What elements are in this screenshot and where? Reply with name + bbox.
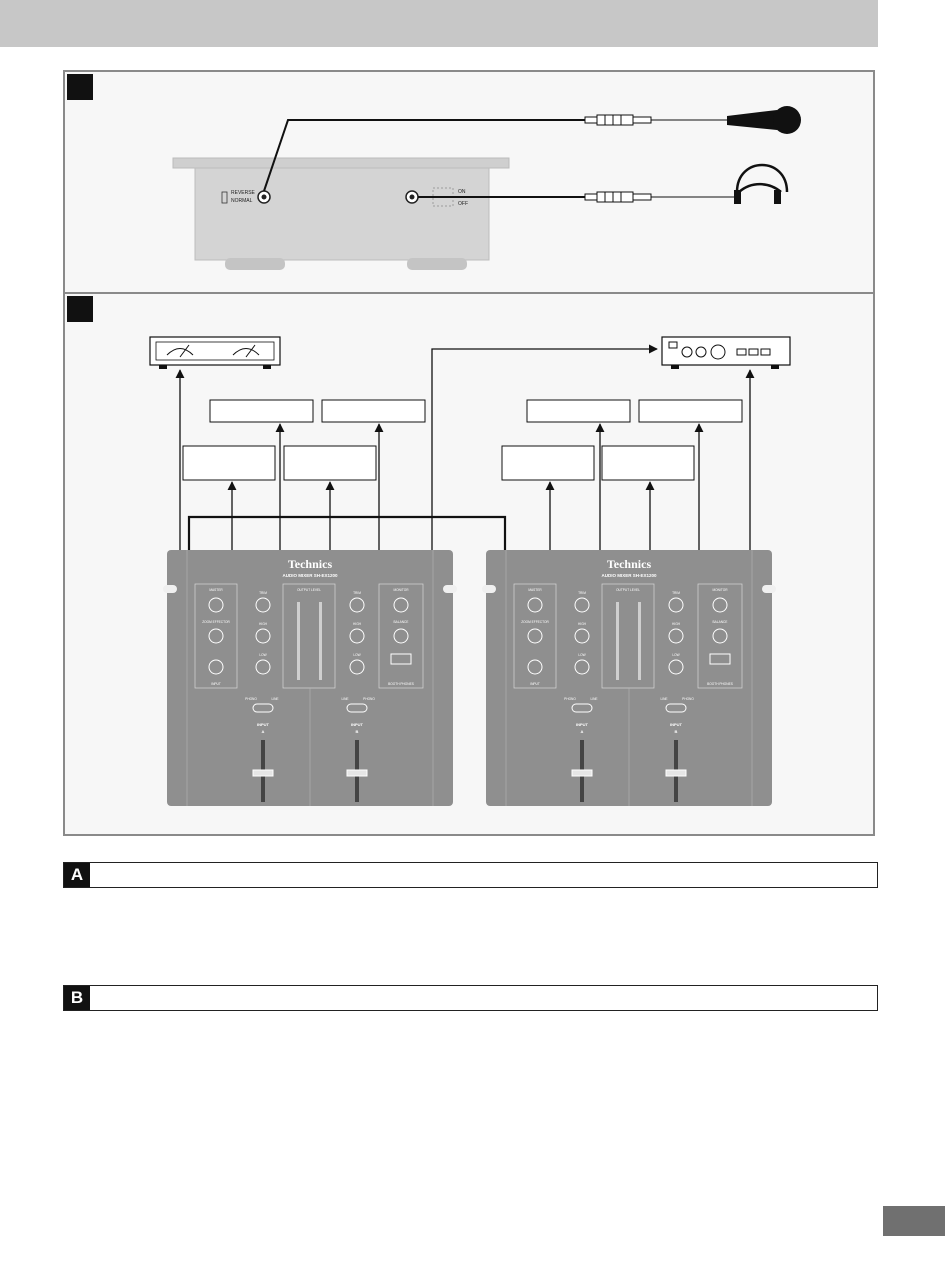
section-a-header: A (63, 862, 878, 888)
svg-text:LINE: LINE (660, 697, 667, 701)
svg-text:HIGH: HIGH (353, 622, 362, 626)
page-tab (883, 1206, 945, 1236)
header-band (0, 0, 878, 47)
svg-text:BOOTH PHONES: BOOTH PHONES (707, 682, 733, 686)
device-boxes (182, 399, 743, 481)
svg-text:PHONO: PHONO (564, 697, 576, 701)
headphone-plug (584, 191, 737, 203)
connection-diagram: REVERSE NORMAL ON OFF (149, 106, 801, 806)
svg-text:BALANCE: BALANCE (713, 620, 728, 624)
svg-text:LINE: LINE (590, 697, 597, 701)
svg-text:LOW: LOW (353, 653, 360, 657)
svg-text:MONITOR: MONITOR (394, 588, 410, 592)
svg-text:TRIM: TRIM (578, 591, 586, 595)
microphone-icon (727, 106, 801, 134)
headphones-icon (734, 163, 789, 204)
figure-a-marker (67, 74, 93, 100)
unit-rear-view: REVERSE NORMAL ON OFF (172, 157, 510, 270)
svg-text:LINE: LINE (341, 697, 348, 701)
svg-text:B: B (675, 729, 678, 734)
svg-text:MONITOR: MONITOR (713, 588, 729, 592)
svg-text:OUTPUT LEVEL: OUTPUT LEVEL (297, 588, 321, 592)
receiver-icon (661, 336, 791, 369)
svg-text:PHONO: PHONO (245, 697, 257, 701)
section-a-badge: A (64, 863, 90, 887)
svg-text:MASTER: MASTER (209, 588, 223, 592)
svg-text:MASTER: MASTER (528, 588, 542, 592)
svg-text:PHONO: PHONO (682, 697, 694, 701)
svg-text:ZOOM EFFECTOR: ZOOM EFFECTOR (202, 620, 230, 624)
svg-text:B: B (356, 729, 359, 734)
svg-text:HIGH: HIGH (259, 622, 268, 626)
normal-label: NORMAL (231, 198, 253, 204)
svg-text:LOW: LOW (259, 653, 266, 657)
svg-text:LOW: LOW (578, 653, 585, 657)
model-label: AUDIO MIXER SH-EX1200 (282, 573, 338, 578)
svg-text:INPUT: INPUT (576, 722, 589, 727)
svg-text:BOOTH PHONES: BOOTH PHONES (388, 682, 414, 686)
connection-figure: REVERSE NORMAL ON OFF (63, 70, 875, 836)
svg-text:INPUT: INPUT (670, 722, 683, 727)
model-label: AUDIO MIXER SH-EX1200 (601, 573, 657, 578)
figure-divider (65, 292, 873, 294)
svg-text:TRIM: TRIM (259, 591, 267, 595)
signal-lines (175, 344, 755, 550)
svg-text:A: A (581, 729, 584, 734)
on-label: ON (458, 189, 466, 195)
mixer-right: Technics AUDIO MIXER SH-EX1200 MASTER ZO… (482, 550, 776, 806)
svg-text:OUTPUT LEVEL: OUTPUT LEVEL (616, 588, 640, 592)
svg-text:BALANCE: BALANCE (394, 620, 409, 624)
svg-text:LOW: LOW (672, 653, 679, 657)
svg-text:HIGH: HIGH (578, 622, 587, 626)
section-b-header: B (63, 985, 878, 1011)
section-b-badge: B (64, 986, 90, 1010)
svg-text:TRIM: TRIM (672, 591, 680, 595)
svg-text:INPUT: INPUT (257, 722, 270, 727)
svg-text:HIGH: HIGH (672, 622, 681, 626)
amplifier-meter-icon (149, 336, 281, 369)
reverse-label: REVERSE (231, 190, 256, 196)
brand-logo: Technics (607, 557, 652, 571)
mixer-left: Technics AUDIO MIXER SH-EX1200 MASTER ZO… (163, 550, 457, 806)
figure-b-marker (67, 296, 93, 322)
svg-text:INPUT: INPUT (211, 682, 221, 686)
off-label: OFF (458, 201, 468, 207)
svg-text:INPUT: INPUT (530, 682, 540, 686)
brand-logo: Technics (288, 557, 333, 571)
svg-text:INPUT: INPUT (351, 722, 364, 727)
mic-plug (584, 114, 727, 126)
svg-text:A: A (262, 729, 265, 734)
svg-text:TRIM: TRIM (353, 591, 361, 595)
svg-text:PHONO: PHONO (363, 697, 375, 701)
svg-text:LINE: LINE (271, 697, 278, 701)
svg-text:ZOOM EFFECTOR: ZOOM EFFECTOR (521, 620, 549, 624)
